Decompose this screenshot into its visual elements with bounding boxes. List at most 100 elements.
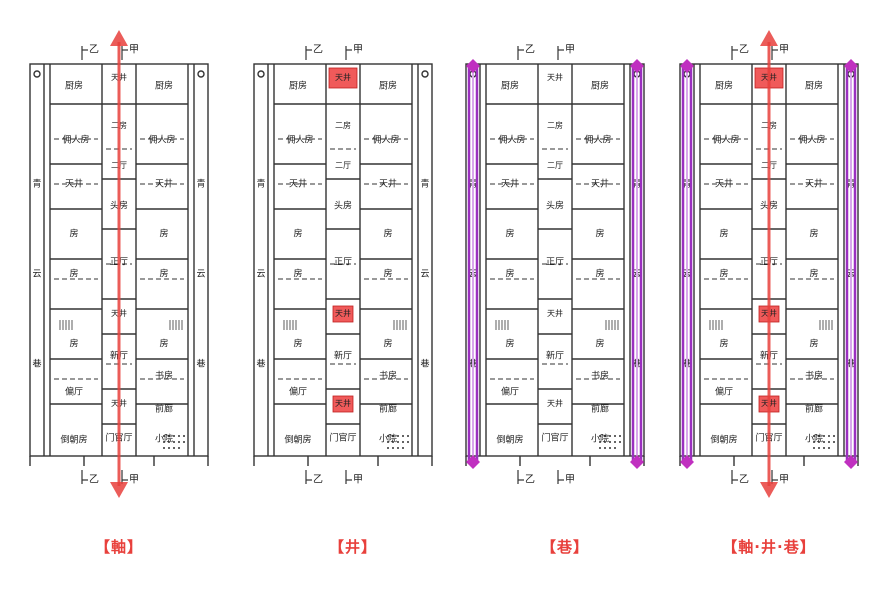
label-right-study: 书房 xyxy=(591,370,609,382)
floor-plan-lane: 乙甲乙甲厨房厨房天井二房佣人房佣人房二厅天井天井头房房房房房正厅天井房房新厅偏厅… xyxy=(465,44,645,486)
label-right-servant: 佣人房 xyxy=(372,134,399,146)
label-gate-hall: 门官厅 xyxy=(541,432,568,444)
label-right-lane-c: 巷 xyxy=(196,359,205,370)
label-second-hall: 二厅 xyxy=(335,161,351,170)
label-mid-well: 天井 xyxy=(335,308,351,318)
caption-combined: 【軸·井·巷】 xyxy=(722,538,816,556)
label-left-room-2: 房 xyxy=(293,268,302,280)
label-right-servant: 佣人房 xyxy=(798,134,825,146)
label-second-hall: 二厅 xyxy=(547,161,563,170)
label-right-lane-b: 云 xyxy=(196,270,205,280)
label-right-study: 书房 xyxy=(155,370,173,382)
lane-left xyxy=(466,59,480,469)
label-right-room-1: 房 xyxy=(383,228,392,240)
label-top-well: 天井 xyxy=(547,72,563,82)
label-left-well: 天井 xyxy=(715,178,733,190)
marker-top-left: 乙 xyxy=(313,44,323,56)
marker-bottom-left: 乙 xyxy=(525,474,535,486)
label-small-court: 小院 xyxy=(155,433,173,445)
label-right-room-1: 房 xyxy=(595,228,604,240)
label-right-kitchen: 厨房 xyxy=(591,80,609,92)
label-right-servant: 佣人房 xyxy=(584,134,611,146)
well-top xyxy=(328,67,358,89)
label-left-side-hall: 偏厅 xyxy=(65,386,83,398)
label-right-lane-a: 青 xyxy=(196,178,205,190)
lane-left xyxy=(680,59,694,469)
label-left-lane-a: 青 xyxy=(256,178,265,190)
label-gate-hall: 门官厅 xyxy=(329,432,356,444)
label-right-front: 前廊 xyxy=(805,403,823,415)
label-left-room-1: 房 xyxy=(69,228,78,240)
label-small-court: 小院 xyxy=(591,433,609,445)
label-left-servant: 佣人房 xyxy=(286,134,313,146)
axis-arrow-bottom xyxy=(760,482,778,498)
plan-lines xyxy=(253,63,433,466)
well-front xyxy=(332,395,354,413)
marker-top-left: 乙 xyxy=(739,44,749,56)
central-axis xyxy=(110,30,128,498)
lane-node xyxy=(630,455,644,469)
label-left-front: 倒朝房 xyxy=(710,434,737,446)
label-right-room-3: 房 xyxy=(595,338,604,350)
label-left-well: 天井 xyxy=(65,178,83,190)
axis-arrow-top xyxy=(110,30,128,46)
label-right-room-3: 房 xyxy=(809,338,818,350)
label-left-room-3: 房 xyxy=(719,338,728,350)
label-right-well: 天井 xyxy=(379,178,397,190)
label-right-room-1: 房 xyxy=(809,228,818,240)
label-left-lane-a: 青 xyxy=(32,178,41,190)
marker-top-right: 甲 xyxy=(565,45,575,56)
label-left-kitchen: 厨房 xyxy=(65,80,83,92)
label-small-court: 小院 xyxy=(805,433,823,445)
lane-node xyxy=(466,59,480,73)
marker-top-left: 乙 xyxy=(89,44,99,56)
marker-bottom-right: 甲 xyxy=(779,475,789,486)
panel-well: 乙甲乙甲厨房厨房天井二房佣人房佣人房二厅天井天井头房房房房房正厅天井房房新厅偏厅… xyxy=(248,34,438,494)
marker-top-left: 乙 xyxy=(525,44,535,56)
panel-combined: 乙甲乙甲厨房厨房天井二房佣人房佣人房二厅天井天井头房房房房房正厅天井房房新厅偏厅… xyxy=(674,30,864,498)
label-right-room-2: 房 xyxy=(383,268,392,280)
panel-lane: 乙甲乙甲厨房厨房天井二房佣人房佣人房二厅天井天井头房房房房房正厅天井房房新厅偏厅… xyxy=(460,34,650,494)
marker-bottom-left: 乙 xyxy=(739,474,749,486)
label-left-side-hall: 偏厅 xyxy=(501,386,519,398)
label-right-front: 前廊 xyxy=(155,403,173,415)
label-right-study: 书房 xyxy=(805,370,823,382)
panel-axis: 乙甲乙甲厨房厨房天井二房佣人房佣人房二厅天井天井头房房房房房正厅天井房房新厅偏厅… xyxy=(24,30,214,498)
label-right-room-2: 房 xyxy=(809,268,818,280)
marker-bottom-left: 乙 xyxy=(89,474,99,486)
label-left-kitchen: 厨房 xyxy=(289,80,307,92)
label-right-study: 书房 xyxy=(379,370,397,382)
label-right-kitchen: 厨房 xyxy=(805,80,823,92)
axis-arrow-bottom xyxy=(110,482,128,498)
label-right-well: 天井 xyxy=(155,178,173,190)
label-left-servant: 佣人房 xyxy=(498,134,525,146)
lane-node xyxy=(844,59,858,73)
label-second-room: 二房 xyxy=(547,120,563,130)
lane-node xyxy=(680,59,694,73)
marker-bottom-right: 甲 xyxy=(565,475,575,486)
floor-plan-well: 乙甲乙甲厨房厨房天井二房佣人房佣人房二厅天井天井头房房房房房正厅天井房房新厅偏厅… xyxy=(253,44,433,486)
axis-arrow-top xyxy=(760,30,778,46)
floor-plan-axis: 乙甲乙甲厨房厨房天井二房佣人房佣人房二厅天井天井头房房房房房正厅天井房房新厅偏厅… xyxy=(29,30,209,498)
label-right-room-3: 房 xyxy=(159,338,168,350)
lane-right xyxy=(844,59,858,469)
label-new-hall: 新厅 xyxy=(334,350,352,362)
label-main-hall: 正厅 xyxy=(546,257,564,268)
label-front-well: 天井 xyxy=(335,398,351,408)
label-right-well: 天井 xyxy=(591,178,609,190)
caption-well: 【井】 xyxy=(328,538,377,556)
label-right-front: 前廊 xyxy=(591,403,609,415)
well-middle xyxy=(332,305,354,323)
marker-top-right: 甲 xyxy=(353,45,363,56)
label-left-servant: 佣人房 xyxy=(62,134,89,146)
label-new-hall: 新厅 xyxy=(546,350,564,362)
label-left-lane-b: 云 xyxy=(32,270,41,280)
label-top-well: 天井 xyxy=(335,72,351,82)
label-right-servant: 佣人房 xyxy=(148,134,175,146)
label-left-room-1: 房 xyxy=(719,228,728,240)
label-left-room-2: 房 xyxy=(69,268,78,280)
lane-node xyxy=(466,455,480,469)
floor-plan-combined: 乙甲乙甲厨房厨房天井二房佣人房佣人房二厅天井天井头房房房房房正厅天井房房新厅偏厅… xyxy=(679,30,859,498)
label-left-servant: 佣人房 xyxy=(712,134,739,146)
label-second-room: 二房 xyxy=(335,120,351,130)
